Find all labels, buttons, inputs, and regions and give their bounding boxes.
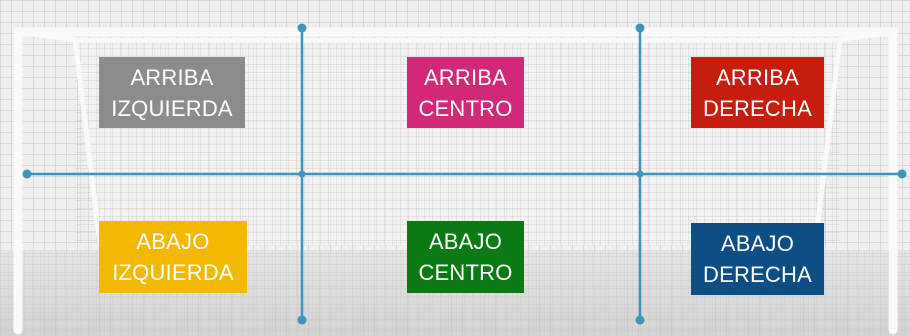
zone-top-right: ARRIBA DERECHA [691, 57, 824, 128]
zone-top-center: ARRIBA CENTRO [407, 57, 524, 128]
zone-top-left: ARRIBA IZQUIERDA [99, 57, 245, 128]
zone-top-center-line1: ARRIBA [423, 64, 508, 90]
zone-bottom-left-line2: IZQUIERDA [112, 260, 234, 285]
zone-bottom-right-line2: DERECHA [703, 262, 812, 287]
zone-top-left-line2: IZQUIERDA [111, 95, 233, 121]
zone-top-right-line1: ARRIBA [715, 64, 800, 90]
zone-top-center-line2: CENTRO [418, 95, 513, 121]
zone-bottom-center-line2: CENTRO [418, 260, 513, 285]
goal-frame [13, 27, 898, 335]
zone-bottom-center-line1: ABAJO [428, 229, 503, 254]
zone-bottom-right-line1: ABAJO [720, 231, 795, 256]
zone-bottom-left: ABAJO IZQUIERDA [99, 221, 247, 293]
zone-top-right-line2: DERECHA [703, 95, 812, 121]
zone-bottom-right: ABAJO DERECHA [691, 223, 824, 295]
zone-bottom-left-line1: ABAJO [136, 229, 210, 254]
zone-bottom-center: ABAJO CENTRO [407, 221, 524, 293]
grid-endpoints [22, 23, 907, 325]
zone-top-left-line1: ARRIBA [130, 64, 214, 90]
